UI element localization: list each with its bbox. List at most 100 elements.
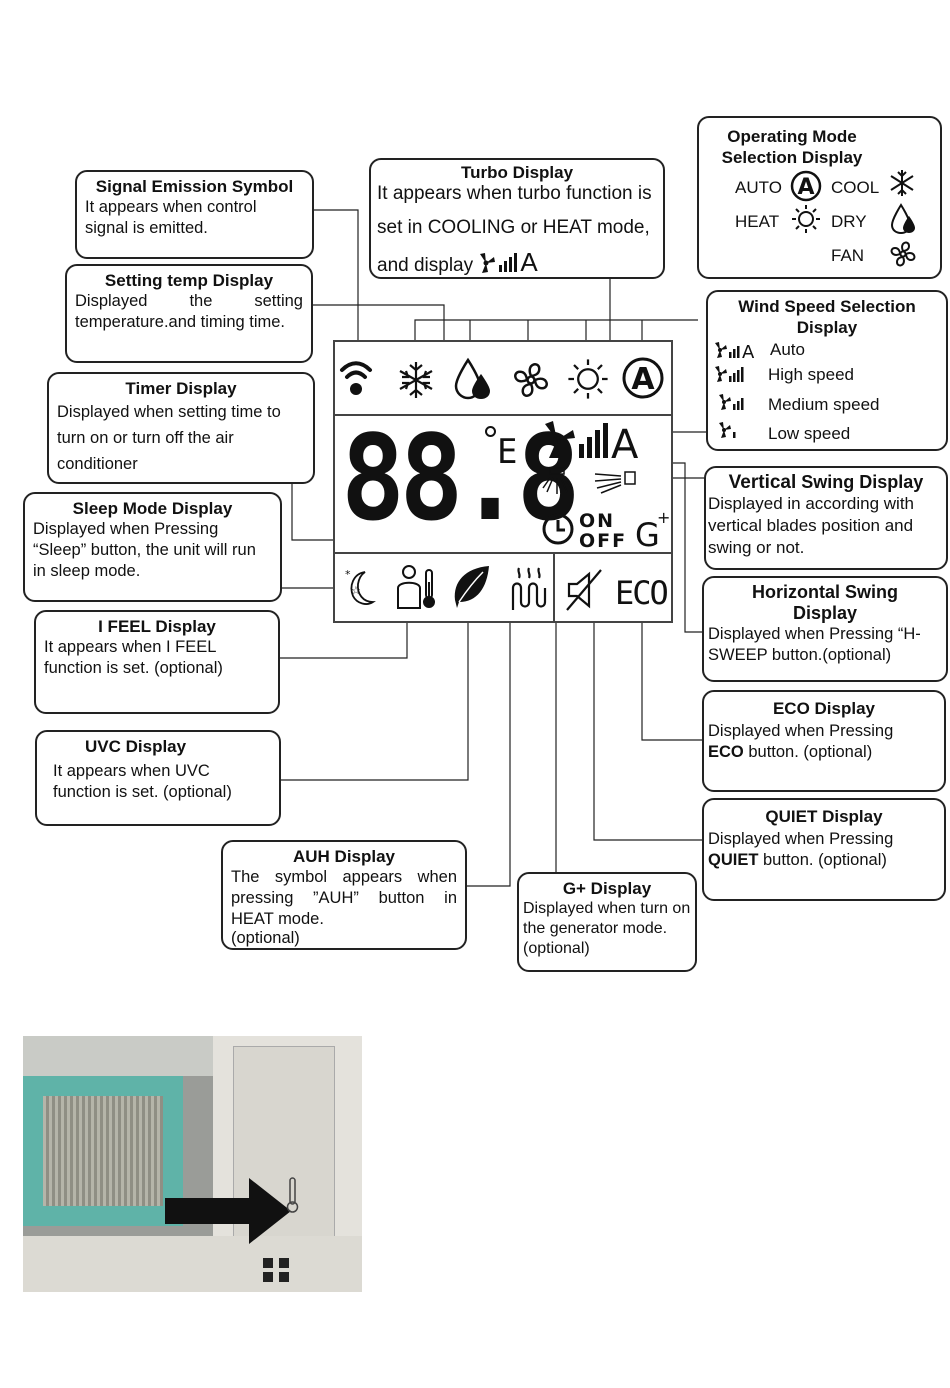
mode-dry-drop-icon	[890, 203, 915, 235]
timer-on-label: ON	[579, 510, 616, 532]
dry-drop-icon	[454, 357, 490, 400]
wind-speed-box: Wind Speed Selection Display A Auto High…	[706, 290, 948, 451]
horizontal-swing-title: Horizontal Swing Display	[752, 582, 898, 623]
fan-mode-icon	[514, 363, 548, 397]
signal-emission-body: It appears when control signal is emitte…	[85, 198, 257, 237]
setting-temp-body: Displayed the setting temperature.and ti…	[75, 292, 303, 331]
horizontal-swing-body: Displayed when Pressing “H-SWEEP button.…	[708, 625, 921, 664]
eco-key: ECO	[708, 743, 744, 761]
wind-speed-high-icon	[715, 366, 744, 382]
eco-optional: (optional)	[803, 743, 873, 761]
mode-fan-label: FAN	[831, 246, 865, 265]
auh-box: AUH Display The symbol appears when pres…	[221, 840, 467, 950]
arrow-icon	[165, 1178, 291, 1244]
wind-speed-low-label: Low speed	[768, 424, 851, 443]
sleep-mode-body: Displayed when Pressing “Sleep” button, …	[33, 520, 256, 580]
turbo-speed-icon: A	[545, 421, 639, 462]
signal-emission-box: Signal Emission Symbol It appears when c…	[75, 170, 314, 259]
mode-fan-icon	[890, 241, 916, 267]
uvc-box: UVC Display It appears when UVC function…	[35, 730, 281, 826]
auh-heater-icon	[511, 567, 547, 610]
svg-text:☆: ☆	[351, 584, 361, 597]
mode-auto-label: AUTO	[735, 178, 782, 197]
horizontal-swing-box: Horizontal Swing Display Displayed when …	[702, 576, 948, 682]
auh-optional: (optional)	[231, 929, 300, 947]
mode-cool-label: COOL	[831, 178, 880, 197]
lcd-unit: E	[497, 432, 518, 472]
cool-snowflake-icon	[399, 362, 433, 398]
svg-text:A: A	[797, 175, 814, 200]
heat-sun-icon	[568, 359, 608, 399]
turbo-a-glyph: A	[520, 247, 538, 277]
turbo-box: Turbo Display It appears when turbo func…	[369, 158, 665, 279]
uvc-leaf-icon	[454, 566, 489, 608]
signal-icon	[340, 361, 372, 395]
gplus-plus: +	[657, 508, 671, 527]
eco-title: ECO Display	[772, 699, 876, 718]
wind-speed-auto-icon: A	[715, 342, 754, 360]
lcd-divider-top	[335, 414, 671, 416]
gplus-box: G+ Display Displayed when turn on the ge…	[517, 872, 697, 972]
gplus-body: Displayed when turn on the generator mod…	[523, 900, 691, 957]
svg-text:*: *	[345, 568, 351, 581]
timer-box: Timer Display Displayed when setting tim…	[47, 372, 315, 484]
photo-filter-mesh	[43, 1096, 163, 1206]
indoor-unit-photo	[23, 1036, 362, 1292]
eco-body-post: button.	[743, 743, 799, 761]
quiet-body-post: button.	[758, 851, 814, 869]
lcd-digits: 88.8	[341, 409, 581, 547]
lcd-divider-vertical	[553, 552, 555, 623]
turbo-title: Turbo Display	[460, 163, 574, 182]
operating-mode-box: Operating Mode Selection Display AUTO A …	[697, 116, 942, 279]
lcd-degree	[485, 426, 496, 437]
wind-speed-medium-label: Medium speed	[768, 395, 880, 414]
vertical-swing-box: Vertical Swing Display Displayed in acco…	[704, 466, 948, 570]
sleep-moon-icon: *☆	[345, 568, 376, 605]
lcd-panel: A 88.8 E A ON OFF G + *☆ ECO	[333, 340, 673, 623]
timer-off-label: OFF	[579, 530, 628, 552]
quiet-title: QUIET Display	[765, 807, 883, 826]
setting-temp-box: Setting temp Display Displayed the setti…	[65, 264, 313, 363]
svg-text:A: A	[742, 342, 754, 360]
wind-speed-high-label: High speed	[768, 365, 855, 384]
quiet-mute-icon	[566, 569, 602, 611]
uvc-body: It appears when UVC function is set. (op…	[53, 762, 232, 801]
timer-clock-icon	[542, 513, 574, 545]
mode-dry-label: DRY	[831, 212, 867, 231]
wind-speed-auto-label: Auto	[770, 340, 805, 359]
ifeel-body: It appears when I FEEL function is set.	[44, 638, 216, 677]
turbo-body: It appears when turbo function is set in…	[377, 183, 652, 276]
sleep-mode-box: Sleep Mode Display Displayed when Pressi…	[23, 492, 282, 602]
ifeel-optional: (optional)	[154, 659, 223, 677]
photo-bottom-frame	[23, 1236, 362, 1292]
uvc-title: UVC Display	[85, 737, 187, 756]
mode-heat-sun-icon	[792, 205, 820, 233]
signal-emission-title: Signal Emission Symbol	[95, 177, 294, 196]
ifeel-person-thermo-icon	[397, 565, 435, 609]
gplus-title: G+ Display	[562, 879, 652, 898]
wind-speed-medium-icon	[719, 394, 744, 410]
vertical-swing-body: Displayed in according with vertical bla…	[708, 494, 914, 557]
quiet-key: QUIET	[708, 851, 759, 869]
turbo-fan-icon	[480, 253, 518, 273]
timer-body: Displayed when setting time to turn on o…	[57, 403, 281, 473]
eco-label: ECO	[615, 574, 669, 612]
vertical-swing-title-rest: Swing Display	[796, 472, 924, 492]
timer-title: Timer Display	[125, 379, 237, 398]
photo-vent-1	[263, 1258, 273, 1268]
gplus-letter: G	[635, 516, 660, 554]
photo-vent-3	[263, 1272, 273, 1282]
auto-mode-letter: A	[631, 362, 655, 397]
lcd-divider-bottom	[335, 552, 671, 554]
turbo-speed-letter: A	[611, 422, 639, 462]
setting-temp-title: Setting temp Display	[104, 271, 274, 290]
quiet-optional: (optional)	[818, 851, 887, 869]
photo-vent-4	[279, 1272, 289, 1282]
auh-body: The symbol appears when pressing ”AUH” b…	[231, 868, 457, 928]
quiet-body-pre: Displayed when Pressing	[708, 830, 894, 848]
ifeel-box: I FEEL Display It appears when I FEEL fu…	[34, 610, 280, 714]
auto-mode-icon: A	[622, 357, 664, 399]
sleep-mode-title: Sleep Mode Display	[72, 499, 233, 518]
